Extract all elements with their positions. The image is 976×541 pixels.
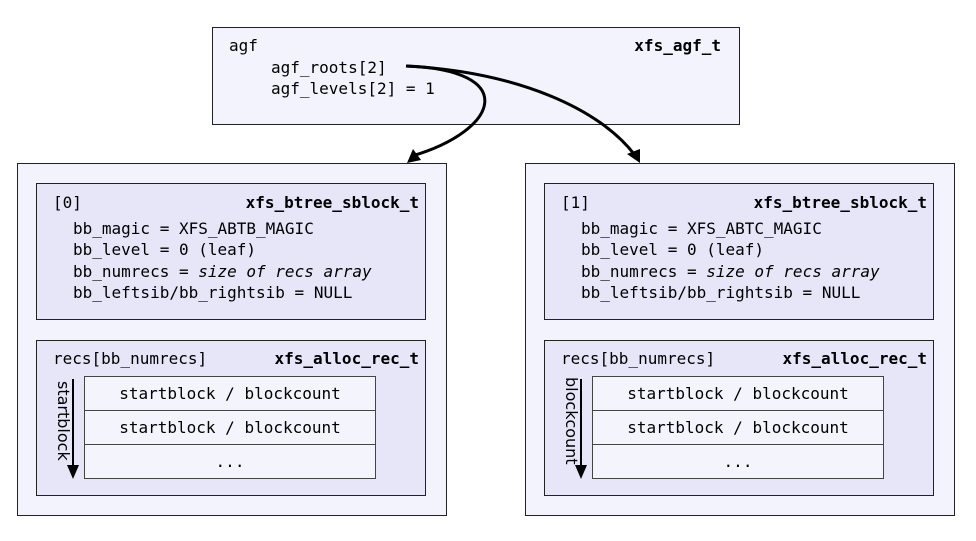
sort-arrow-0 xyxy=(67,379,79,479)
bb-numrecs-value-1: size of recs array xyxy=(706,262,880,281)
bb-level-1: bb_level = 0 (leaf) xyxy=(581,240,765,259)
bb-sibs-0: bb_leftsib/bb_rightsib = NULL xyxy=(73,283,353,302)
recs-box-0: recs[bb_numrecs] xfs_alloc_rec_t startbl… xyxy=(36,340,426,496)
table-row: ... xyxy=(592,444,884,479)
block-type-0: xfs_btree_sblock_t xyxy=(245,193,419,212)
root-pointer-arrow-0 xyxy=(405,64,487,158)
rec-cell: startblock / blockcount xyxy=(592,376,884,411)
bb-numrecs-prefix-0: bb_numrecs = xyxy=(73,262,199,281)
block-index-1: [1] xyxy=(561,193,590,212)
sblock-header-1: [1] xfs_btree_sblock_t bb_magic = XFS_AB… xyxy=(544,183,934,320)
agf-levels-field: agf_levels[2] = 1 xyxy=(271,79,435,98)
recs-label-0: recs[bb_numrecs] xyxy=(53,349,208,368)
recs-table-0: startblock / blockcount startblock / blo… xyxy=(84,376,376,479)
root-pointer-arrowhead-0 xyxy=(407,149,421,163)
bb-magic-0: bb_magic = XFS_ABTB_MAGIC xyxy=(73,219,314,238)
bb-numrecs-0: bb_numrecs = size of recs array xyxy=(73,262,372,282)
block-index-0: [0] xyxy=(53,193,82,212)
btree-block-0: [0] xfs_btree_sblock_t bb_magic = XFS_AB… xyxy=(17,163,447,516)
table-row: ... xyxy=(84,444,376,479)
table-row: startblock / blockcount xyxy=(84,410,376,445)
recs-type-1: xfs_alloc_rec_t xyxy=(782,349,928,368)
bb-numrecs-value-0: size of recs array xyxy=(198,262,372,281)
root-pointer-arrowhead-1 xyxy=(627,149,640,163)
rec-cell: startblock / blockcount xyxy=(84,410,376,445)
bb-numrecs-prefix-1: bb_numrecs = xyxy=(581,262,707,281)
sort-arrow-1 xyxy=(575,379,587,479)
bb-magic-1: bb_magic = XFS_ABTC_MAGIC xyxy=(581,219,822,238)
bb-level-0: bb_level = 0 (leaf) xyxy=(73,240,257,259)
recs-label-1: recs[bb_numrecs] xyxy=(561,349,716,368)
agf-roots-field: agf_roots[2] xyxy=(271,58,387,77)
recs-table-1: startblock / blockcount startblock / blo… xyxy=(592,376,884,479)
agf-box: agf xfs_agf_t agf_roots[2] agf_levels[2]… xyxy=(212,27,740,125)
recs-box-1: recs[bb_numrecs] xfs_alloc_rec_t blockco… xyxy=(544,340,934,496)
sblock-header-0: [0] xfs_btree_sblock_t bb_magic = XFS_AB… xyxy=(36,183,426,320)
rec-cell: ... xyxy=(592,444,884,479)
rec-cell: startblock / blockcount xyxy=(84,376,376,411)
agf-label: agf xyxy=(229,36,258,55)
table-row: startblock / blockcount xyxy=(592,410,884,445)
table-row: startblock / blockcount xyxy=(592,376,884,411)
agf-type: xfs_agf_t xyxy=(634,36,721,55)
table-row: startblock / blockcount xyxy=(84,376,376,411)
bb-sibs-1: bb_leftsib/bb_rightsib = NULL xyxy=(581,283,861,302)
btree-block-1: [1] xfs_btree_sblock_t bb_magic = XFS_AB… xyxy=(525,163,955,516)
bb-numrecs-1: bb_numrecs = size of recs array xyxy=(581,262,880,282)
recs-type-0: xfs_alloc_rec_t xyxy=(274,349,420,368)
block-type-1: xfs_btree_sblock_t xyxy=(753,193,927,212)
root-pointer-arrow-1 xyxy=(405,64,636,155)
rec-cell: startblock / blockcount xyxy=(592,410,884,445)
rec-cell: ... xyxy=(84,444,376,479)
